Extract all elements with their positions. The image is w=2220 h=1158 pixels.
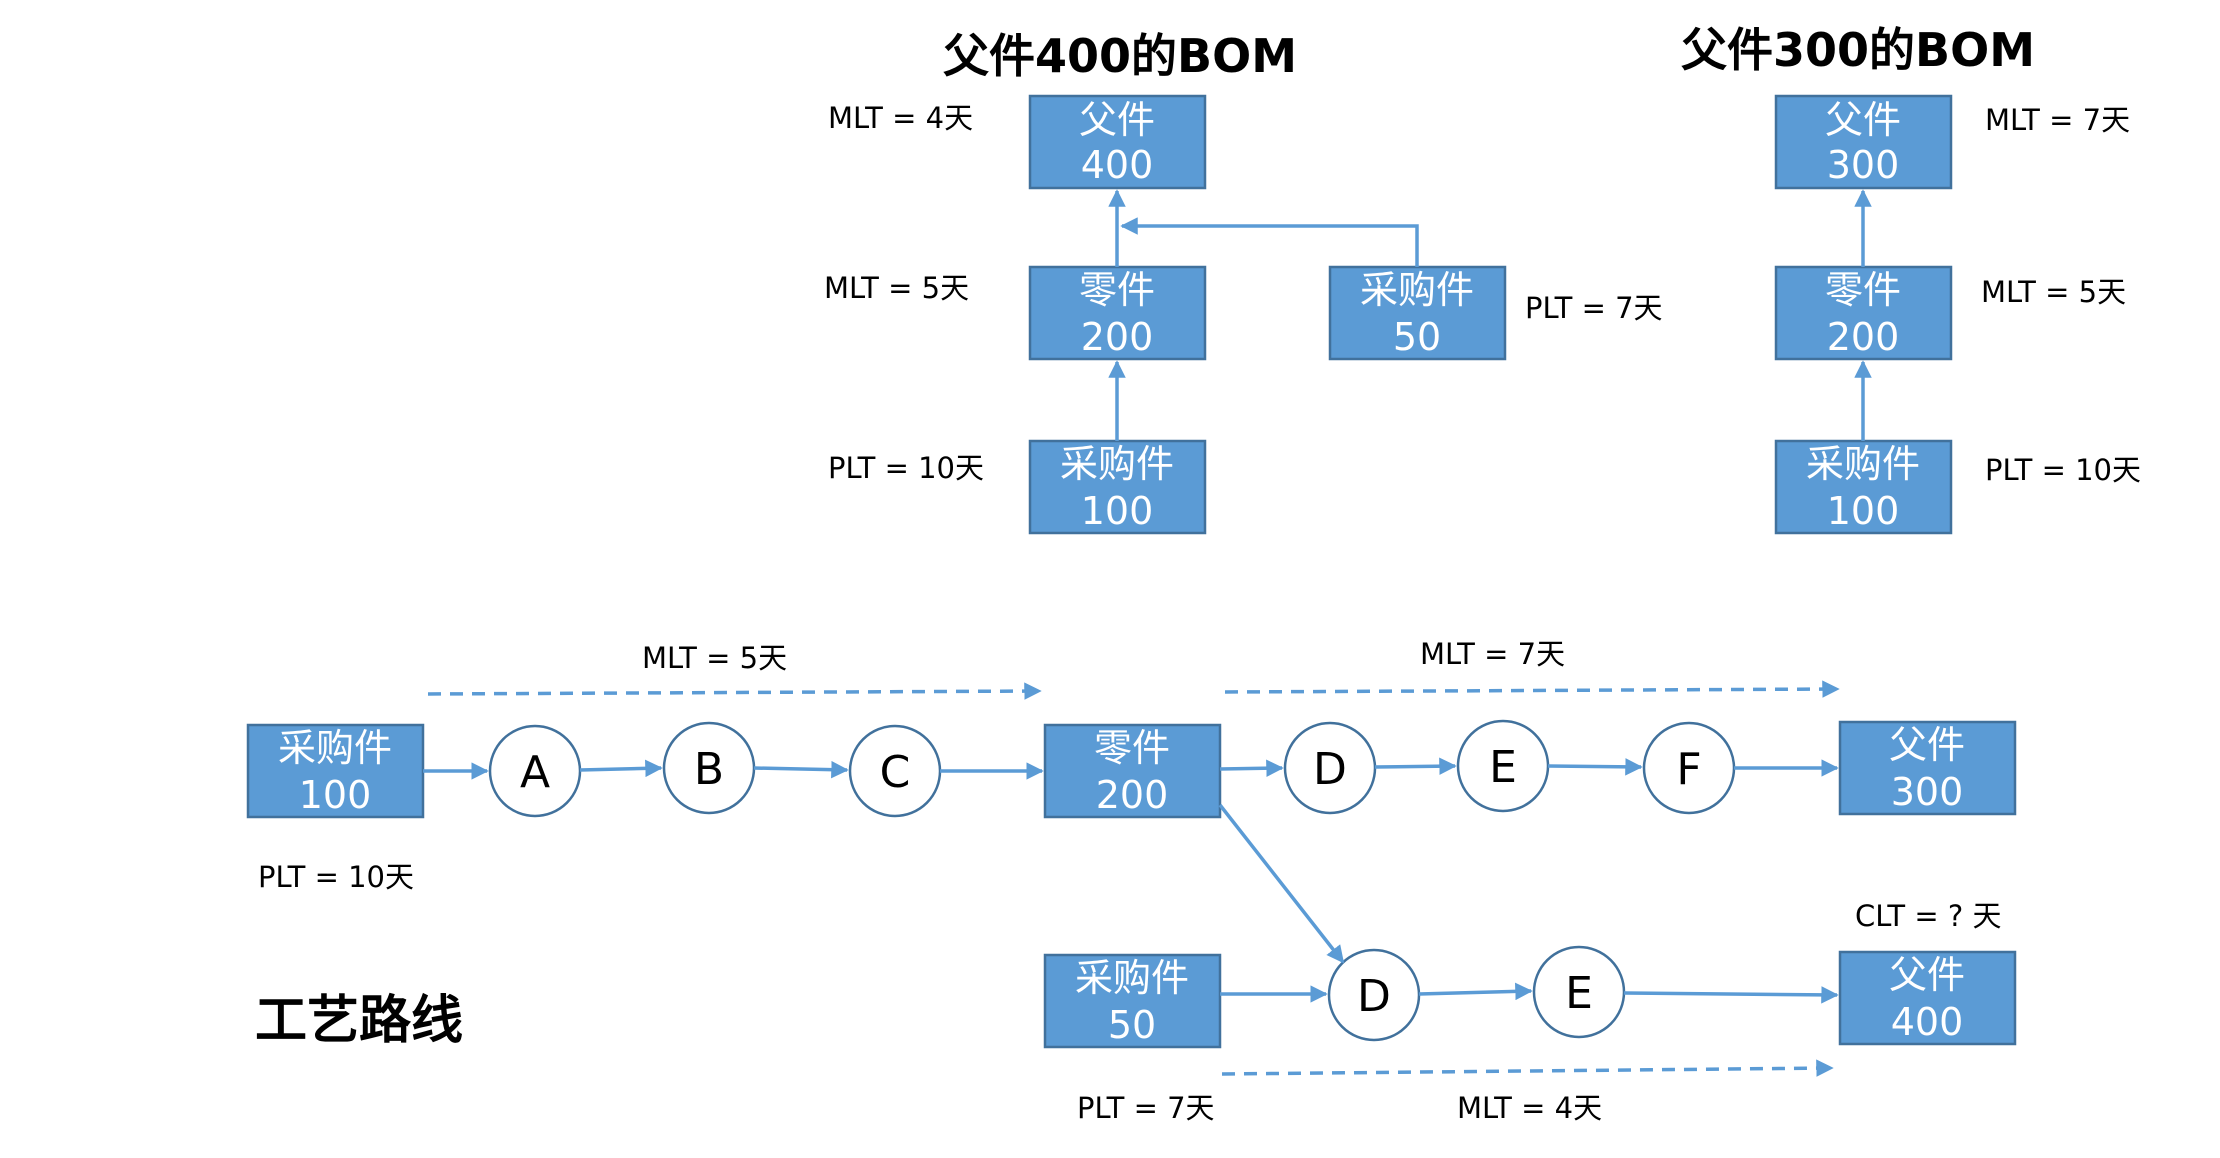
routing-op-e2: E — [1532, 945, 1626, 1039]
routing-part-200-box: 零件 200 — [1043, 723, 1222, 819]
bom300-plt-100: PLT = 10天 — [1985, 453, 2141, 487]
routing-op-d1: D — [1283, 721, 1377, 815]
bom400-mlt-parent: MLT = 4天 — [828, 101, 973, 135]
routing-title: 工艺路线 — [255, 991, 463, 1051]
bom300-parent-label: 父件 — [1825, 98, 1901, 142]
bom300-purchased100-number: 100 — [1827, 489, 1900, 533]
bom400-purchased50-label: 采购件 — [1360, 268, 1474, 312]
routing-op-e2-label: E — [1565, 968, 1593, 1019]
routing-part200-label: 零件 — [1094, 726, 1170, 770]
routing-span-mlt5 — [427, 682, 1042, 700]
bom400-purchased-50-box: 采购件 50 — [1328, 265, 1507, 361]
bom400-plt-100: PLT = 10天 — [828, 451, 984, 485]
bom400-part-200-box: 零件 200 — [1028, 265, 1207, 361]
routing-op-d2: D — [1327, 948, 1421, 1042]
routing-parent-400-box: 父件 400 — [1838, 950, 2017, 1046]
routing-plt10-label: PLT = 10天 — [258, 860, 414, 894]
routing-arrow-b-to-c — [753, 760, 849, 779]
routing-part200-number: 200 — [1096, 773, 1169, 817]
routing-purchased100-label: 采购件 — [278, 726, 392, 770]
bom400-purchased100-number: 100 — [1081, 489, 1154, 533]
routing-span-mlt7 — [1224, 680, 1840, 698]
routing-purchased50-number: 50 — [1108, 1003, 1156, 1047]
bom400-purchased100-label: 采购件 — [1060, 442, 1174, 486]
routing-mlt5-label: MLT = 5天 — [642, 641, 787, 675]
bom400-parent-label: 父件 — [1079, 98, 1155, 142]
routing-op-b-label: B — [694, 744, 724, 795]
bom300-part-label: 零件 — [1825, 268, 1901, 312]
bom300-purchased-100-box: 采购件 100 — [1774, 439, 1953, 535]
routing-op-a: A — [488, 724, 582, 818]
bom300-title: 父件300的BOM — [1681, 23, 2035, 77]
routing-clt-label: CLT = ? 天 — [1855, 899, 2001, 933]
bom400-mlt-part: MLT = 5天 — [824, 271, 969, 305]
routing-purchased100-number: 100 — [299, 773, 372, 817]
bom400-purchased50-number: 50 — [1393, 315, 1441, 359]
routing-purchased50-label: 采购件 — [1075, 956, 1189, 1000]
bom400-title: 父件400的BOM — [943, 29, 1297, 83]
routing-op-f: F — [1642, 721, 1736, 815]
routing-span-mlt4 — [1221, 1059, 1834, 1077]
bom400-parent-number: 400 — [1081, 143, 1154, 187]
routing-op-c-label: C — [880, 747, 911, 798]
routing-arrow-200-to-d1 — [1219, 759, 1284, 778]
bom400-parent-400-box: 父件 400 — [1028, 94, 1207, 190]
routing-arrow-a-to-b — [579, 759, 663, 778]
bom400-plt-50: PLT = 7天 — [1525, 291, 1663, 325]
routing-arrow-d2-to-e2 — [1418, 982, 1533, 1001]
routing-mlt7-label: MLT = 7天 — [1420, 637, 1565, 671]
routing-parent400-label: 父件 — [1889, 953, 1965, 997]
routing-purchased-100-box: 采购件 100 — [246, 723, 425, 819]
routing-op-d1-label: D — [1313, 744, 1347, 795]
routing-parent300-label: 父件 — [1889, 723, 1965, 767]
routing-arrow-e2-to-400 — [1623, 986, 1839, 1004]
routing-op-b: B — [662, 721, 756, 815]
routing-arrow-d1-to-e1 — [1374, 757, 1457, 775]
routing-mlt4-label: MLT = 4天 — [1457, 1091, 1602, 1125]
bom400-part-number: 200 — [1081, 315, 1154, 359]
routing-parent-300-box: 父件 300 — [1838, 720, 2017, 816]
routing-op-e1-label: E — [1489, 742, 1517, 793]
bom400-arrow-50-to-400 — [1120, 217, 1419, 267]
routing-op-f-label: F — [1676, 744, 1701, 795]
bom400-purchased-100-box: 采购件 100 — [1028, 439, 1207, 535]
routing-op-c: C — [848, 724, 942, 818]
routing-parent300-number: 300 — [1891, 770, 1964, 814]
bom400-part-label: 零件 — [1079, 268, 1155, 312]
bom300-mlt-parent: MLT = 7天 — [1985, 103, 2130, 137]
routing-plt7-label: PLT = 7天 — [1077, 1091, 1215, 1125]
bom300-mlt-part: MLT = 5天 — [1981, 275, 2126, 309]
routing-parent400-number: 400 — [1891, 1000, 1964, 1044]
bom300-parent-number: 300 — [1827, 143, 1900, 187]
bom300-part-200-box: 零件 200 — [1774, 265, 1953, 361]
routing-arrow-e1-to-f — [1547, 758, 1643, 776]
bom300-parent-300-box: 父件 300 — [1774, 94, 1953, 190]
routing-op-a-label: A — [520, 747, 550, 798]
routing-op-e1: E — [1456, 719, 1550, 813]
routing-op-d2-label: D — [1357, 971, 1391, 1022]
bom300-purchased100-label: 采购件 — [1806, 442, 1920, 486]
bom300-part-number: 200 — [1827, 315, 1900, 359]
routing-arrow-200-to-d2 — [1218, 803, 1345, 964]
routing-purchased-50-box: 采购件 50 — [1043, 953, 1222, 1049]
